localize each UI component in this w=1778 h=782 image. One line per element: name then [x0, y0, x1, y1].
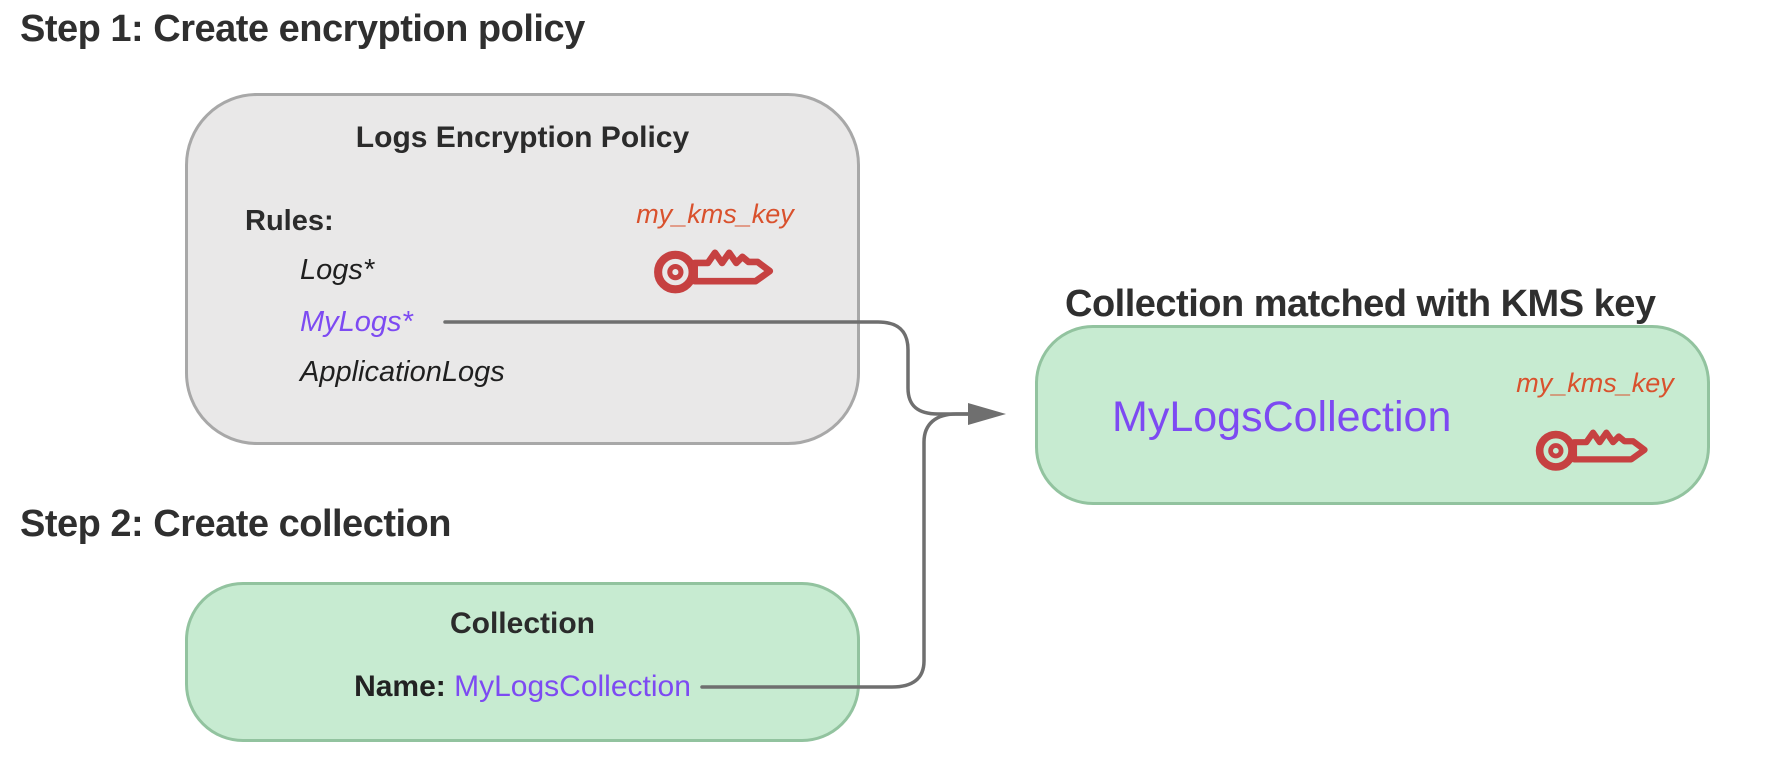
rule-item: Logs* [300, 254, 375, 286]
rule-item: ApplicationLogs [300, 356, 505, 388]
step1-heading: Step 1: Create encryption policy [20, 8, 585, 50]
collection-box: Collection [185, 582, 860, 742]
rules-label: Rules: [245, 205, 334, 237]
kms-key-icon [1535, 429, 1648, 471]
kms-key-label: my_kms_key [636, 199, 794, 229]
matched-collection-box [1035, 325, 1710, 505]
rule-item-matched: MyLogs* [300, 306, 413, 338]
collection-name-row: Name: MyLogsCollection [185, 670, 860, 704]
collection-name-value: MyLogsCollection [454, 670, 691, 703]
collection-box-title: Collection [449, 607, 595, 640]
step2-heading: Step 2: Create collection [20, 503, 451, 545]
matched-collection-name: MyLogsCollection [1112, 393, 1452, 441]
kms-key-label: my_kms_key [1516, 368, 1674, 398]
result-heading: Collection matched with KMS key [1065, 283, 1656, 325]
arrowhead-icon [968, 403, 1006, 425]
policy-box-title: Logs Encryption Policy [355, 121, 690, 154]
collection-name-label: Name: [354, 670, 446, 703]
kms-key-icon [654, 249, 774, 294]
